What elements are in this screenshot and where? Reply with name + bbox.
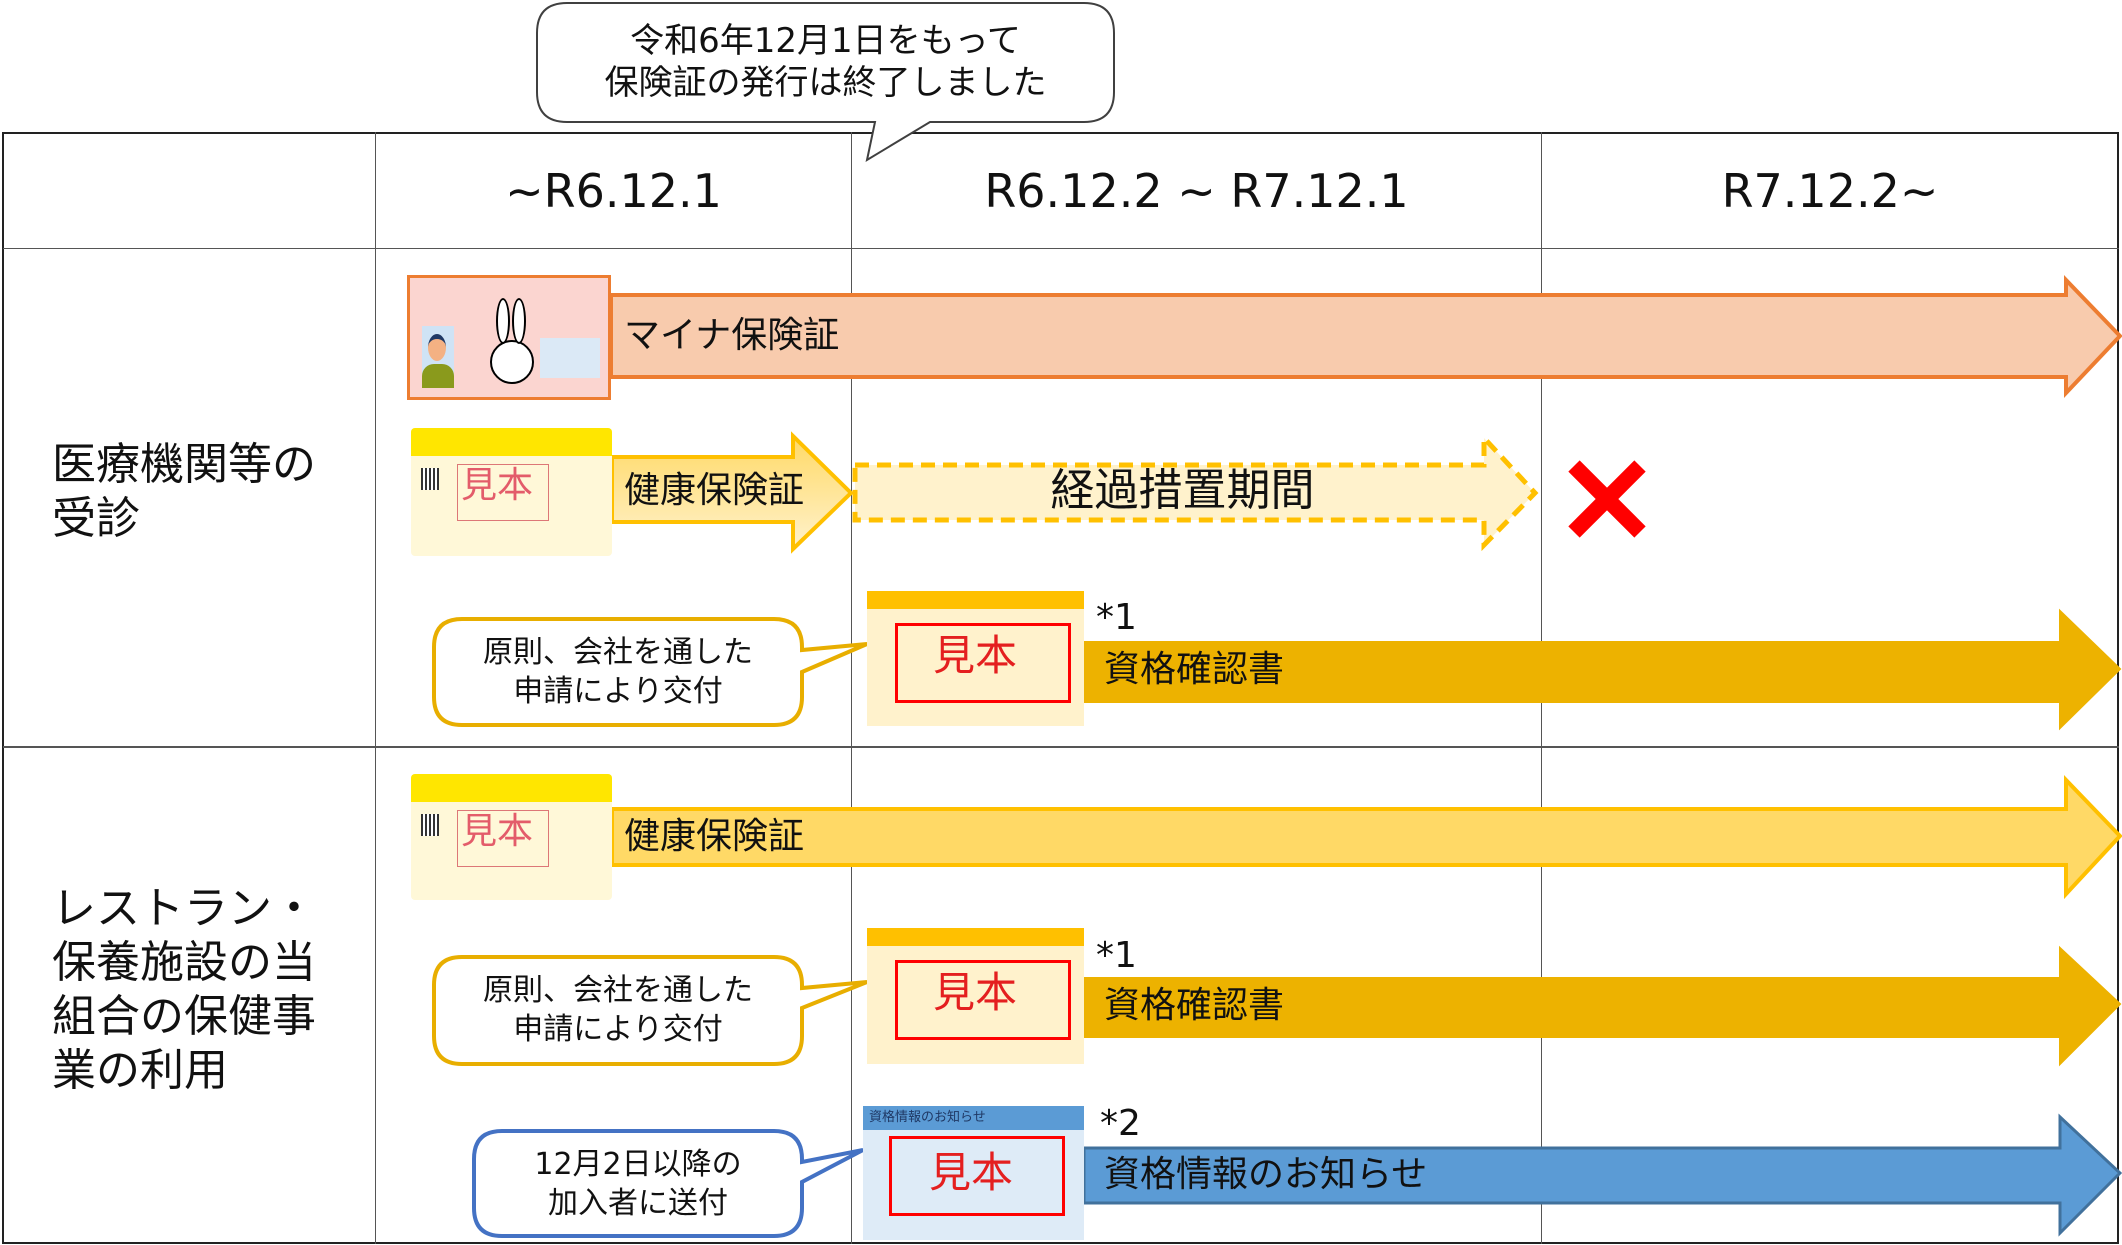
- callout-shape-3: [472, 1129, 864, 1238]
- callout-text-2: 原則、会社を通した 申請により交付: [483, 973, 753, 1047]
- sample-stamp: 見本: [933, 968, 1018, 1017]
- shikaku-card-image-2: 見本: [867, 928, 1084, 1064]
- kenko-card-image-1: 見本: [411, 428, 612, 556]
- sample-stamp: 見本: [461, 465, 534, 506]
- callout-text-3: 12月2日以降の 加入者に送付: [534, 1147, 742, 1221]
- sample-stamp: 見本: [461, 811, 534, 852]
- notice-arrow: [1082, 1113, 2122, 1237]
- sample-stamp: 見本: [929, 1148, 1014, 1197]
- kenko-label-2: 健康保険証: [624, 816, 805, 857]
- person-icon: [428, 334, 446, 361]
- column-divider-2: [851, 132, 852, 1244]
- notice-card-title: 資格情報のお知らせ: [869, 1110, 986, 1125]
- note-marker-1: *1: [1096, 597, 1137, 638]
- myna-arrow: [609, 275, 2122, 399]
- column-divider-1: [375, 132, 376, 1244]
- announcement-bubble: [536, 2, 1115, 163]
- shikaku-label-1: 資格確認書: [1104, 649, 1285, 690]
- kenko-arrow-short: [610, 431, 854, 554]
- row-label-health-services: レストラン・ 保養施設の当 組合の保健事 業の利用: [52, 883, 316, 1096]
- transition-arrow: [852, 431, 1539, 552]
- table-border-bottom: [3, 1242, 2119, 1244]
- shikaku-label-2: 資格確認書: [1104, 985, 1285, 1026]
- announcement-line-2: 保険証の発行は終了しました: [604, 63, 1047, 103]
- notice-card-image: 資格情報のお知らせ 見本: [863, 1106, 1084, 1240]
- rabbit-mascot-icon: [490, 340, 534, 384]
- shikaku-arrow-1: [1083, 608, 2122, 731]
- myna-card-image: [407, 275, 611, 400]
- callout-shape-1: [432, 617, 868, 727]
- row-label-medical: 医療機関等の 受診: [52, 439, 316, 544]
- header-period-3: R7.12.2~: [1721, 164, 1939, 218]
- table-border-top: [3, 132, 2119, 134]
- kenko-label-1: 健康保険証: [624, 470, 805, 511]
- header-period-2: R6.12.2 ~ R7.12.1: [984, 164, 1409, 218]
- kenko-card-image-2: 見本: [411, 774, 612, 900]
- kenko-arrow-long: [610, 775, 2122, 900]
- section-divider: [3, 746, 2119, 748]
- table-border-left: [2, 132, 4, 1244]
- transition-label: 経過措置期間: [1050, 465, 1315, 516]
- callout-shape-2: [432, 955, 868, 1066]
- shikaku-card-image-1: 見本: [867, 591, 1084, 726]
- table-border-right: [2117, 132, 2119, 1244]
- announcement-line-1: 令和6年12月1日をもって: [630, 21, 1021, 61]
- callout-text-1: 原則、会社を通した 申請により交付: [483, 635, 753, 709]
- header-row-divider: [3, 248, 2119, 249]
- notice-label: 資格情報のお知らせ: [1104, 1154, 1428, 1195]
- red-x-icon: [1568, 460, 1646, 538]
- myna-label: マイナ保険証: [624, 315, 840, 356]
- header-period-1: ~R6.12.1: [505, 164, 722, 218]
- note-marker-3: *2: [1100, 1103, 1141, 1144]
- note-marker-2: *1: [1096, 935, 1137, 976]
- sample-stamp: 見本: [933, 631, 1018, 680]
- shikaku-arrow-2: [1083, 945, 2122, 1067]
